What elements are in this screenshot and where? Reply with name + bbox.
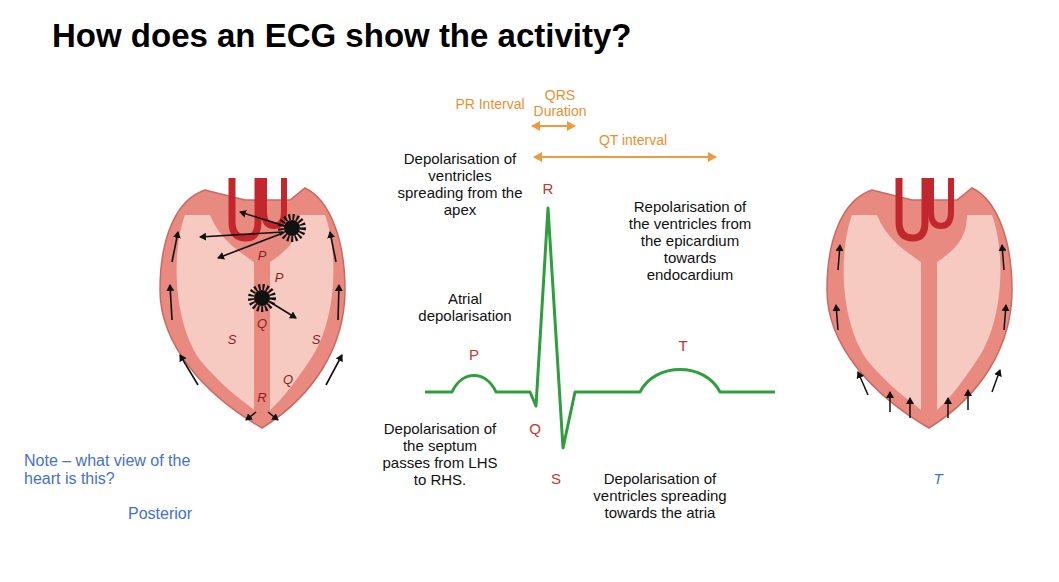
node-starburst (251, 217, 303, 309)
wave-letter: T (673, 337, 693, 354)
note: Note – what view of the heart is this? (24, 452, 199, 488)
heart-letter: S (224, 332, 240, 347)
note: Posterior (128, 505, 248, 523)
heart-letter: T (928, 470, 948, 487)
annotation: Depolarisation of the septum passes from… (378, 420, 502, 488)
heart-left (160, 178, 345, 428)
heart-letter: Q (254, 316, 270, 331)
wave-letter: Q (525, 420, 545, 437)
heart-letter: R (254, 390, 270, 405)
heart-right (827, 178, 1012, 428)
wave-letter: R (538, 180, 558, 197)
conduction-arrows (170, 212, 342, 420)
heart-letter: P (271, 270, 287, 285)
heart-letter: Q (280, 372, 296, 387)
heart-letter: S (308, 332, 324, 347)
interval-label: QT interval (588, 132, 678, 148)
annotation: Depolarisation of ventricles spreading f… (395, 150, 525, 218)
wave-letter: S (546, 470, 566, 487)
annotation: Repolarisation of the ventricles from th… (627, 198, 753, 283)
heart-letter: P (254, 248, 270, 263)
wave-letter: P (464, 346, 484, 363)
annotation: Atrial depolarisation (406, 290, 524, 324)
title: How does an ECG show the activity? (52, 16, 631, 56)
repolarisation-arrows (836, 245, 1006, 418)
interval-label: QRS Duration (518, 87, 602, 119)
interval-arrows (532, 126, 716, 157)
interval-label: PR Interval (455, 96, 525, 112)
annotation: Depolarisation of ventricles spreading t… (593, 470, 727, 521)
